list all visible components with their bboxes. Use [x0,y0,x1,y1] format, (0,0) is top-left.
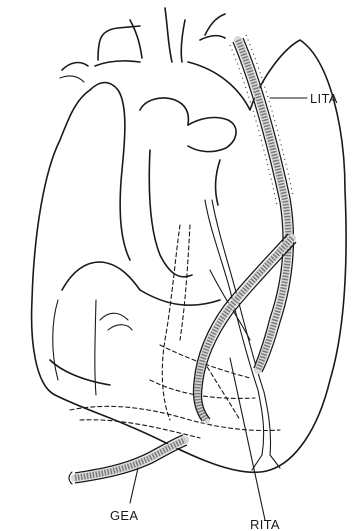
rita-leader [230,358,265,520]
label-gea: GEA [110,508,138,523]
posterior-vessels-dashed [70,225,280,438]
gea-leader [130,468,138,503]
coronary-vessels [100,200,280,470]
great-vessels [60,8,225,82]
heart-outline [32,40,346,472]
gea-graft [69,435,187,484]
label-rita: RITA [250,517,280,531]
rita-graft [193,234,296,421]
label-lita: LITA [310,91,338,106]
